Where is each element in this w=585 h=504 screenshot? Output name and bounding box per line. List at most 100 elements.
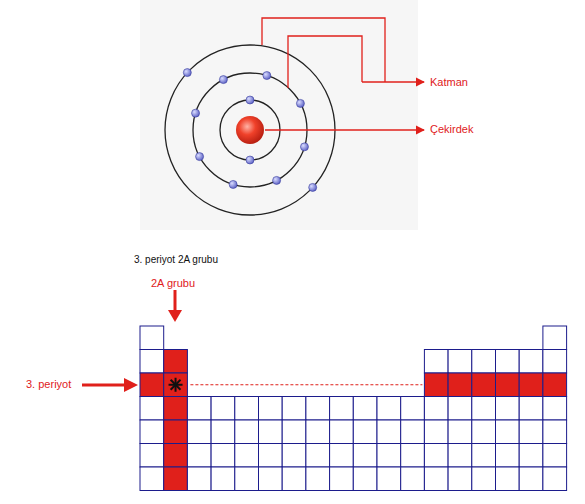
table-cell — [259, 467, 283, 491]
table-cell — [330, 444, 354, 468]
table-cell — [472, 397, 496, 421]
table-cell — [519, 350, 543, 374]
table-cell — [282, 467, 306, 491]
table-cell — [448, 373, 472, 397]
table-cell — [235, 444, 259, 468]
table-cell — [496, 350, 520, 374]
table-cell — [424, 397, 448, 421]
table-cell — [448, 444, 472, 468]
electron — [219, 76, 227, 84]
table-cell — [259, 420, 283, 444]
table-cell — [401, 444, 425, 468]
table-cell — [424, 444, 448, 468]
table-cell — [140, 420, 164, 444]
table-cell — [543, 420, 567, 444]
period-line — [190, 384, 422, 385]
table-cell — [353, 397, 377, 421]
table-cell — [140, 467, 164, 491]
table-cell — [496, 467, 520, 491]
table-cell — [140, 444, 164, 468]
table-cell — [211, 444, 235, 468]
table-cell — [353, 467, 377, 491]
table-cell — [377, 467, 401, 491]
table-cell — [164, 467, 188, 491]
table-cell — [164, 420, 188, 444]
table-cell — [448, 467, 472, 491]
table-cell — [377, 397, 401, 421]
table-cell — [330, 420, 354, 444]
table-cell — [543, 373, 567, 397]
heading-label: 3. periyot 2A grubu — [134, 254, 218, 265]
leader-lines — [262, 18, 424, 130]
table-cell — [164, 397, 188, 421]
part-label: Katman — [430, 76, 468, 88]
table-cell — [306, 467, 330, 491]
pointer-arrows — [82, 290, 182, 392]
table-cell — [472, 350, 496, 374]
electron — [246, 156, 254, 164]
electron — [246, 96, 254, 104]
table-cell — [282, 444, 306, 468]
table-cell — [472, 467, 496, 491]
electron — [263, 72, 271, 80]
table-cell — [164, 350, 188, 374]
table-cell — [330, 467, 354, 491]
table-cell — [519, 397, 543, 421]
part-label: Çekirdek — [430, 123, 473, 135]
table-cell — [424, 420, 448, 444]
table-cell — [424, 350, 448, 374]
table-cell — [306, 444, 330, 468]
table-cell — [211, 397, 235, 421]
table-cell — [330, 397, 354, 421]
table-cell — [543, 350, 567, 374]
table-cell — [211, 467, 235, 491]
table-cell — [472, 373, 496, 397]
table-cell — [448, 420, 472, 444]
electron — [273, 176, 281, 184]
electron — [192, 109, 200, 117]
table-cell — [164, 444, 188, 468]
table-cell — [448, 397, 472, 421]
table-cell — [259, 397, 283, 421]
table-cell — [235, 467, 259, 491]
table-cell — [448, 350, 472, 374]
table-cell — [543, 326, 567, 350]
table-cell — [401, 467, 425, 491]
table-cell — [353, 444, 377, 468]
electron — [300, 143, 308, 151]
table-cell — [353, 420, 377, 444]
table-cell — [140, 326, 164, 350]
table-cell — [543, 397, 567, 421]
table-cell — [187, 397, 211, 421]
electron — [196, 153, 204, 161]
table-cell — [187, 467, 211, 491]
table-cell — [377, 420, 401, 444]
table-cell — [140, 373, 164, 397]
table-cell — [424, 467, 448, 491]
table-cell — [496, 444, 520, 468]
table-cell — [519, 373, 543, 397]
table-cell — [211, 420, 235, 444]
table-cell — [282, 420, 306, 444]
table-cell — [164, 373, 188, 397]
table-cell — [401, 420, 425, 444]
table-cell — [187, 444, 211, 468]
table-cell — [424, 373, 448, 397]
period-label: 3. periyot — [26, 378, 71, 390]
electron — [296, 99, 304, 107]
table-cell — [543, 444, 567, 468]
table-cell — [140, 350, 164, 374]
table-cell — [306, 420, 330, 444]
table-cell — [377, 444, 401, 468]
table-cell — [496, 420, 520, 444]
electron — [309, 183, 317, 191]
table-cell — [259, 444, 283, 468]
table-cell — [306, 397, 330, 421]
element-marker — [171, 380, 181, 390]
table-cell — [235, 420, 259, 444]
table-cell — [401, 397, 425, 421]
table-cell — [282, 397, 306, 421]
periodic-table — [140, 326, 567, 491]
